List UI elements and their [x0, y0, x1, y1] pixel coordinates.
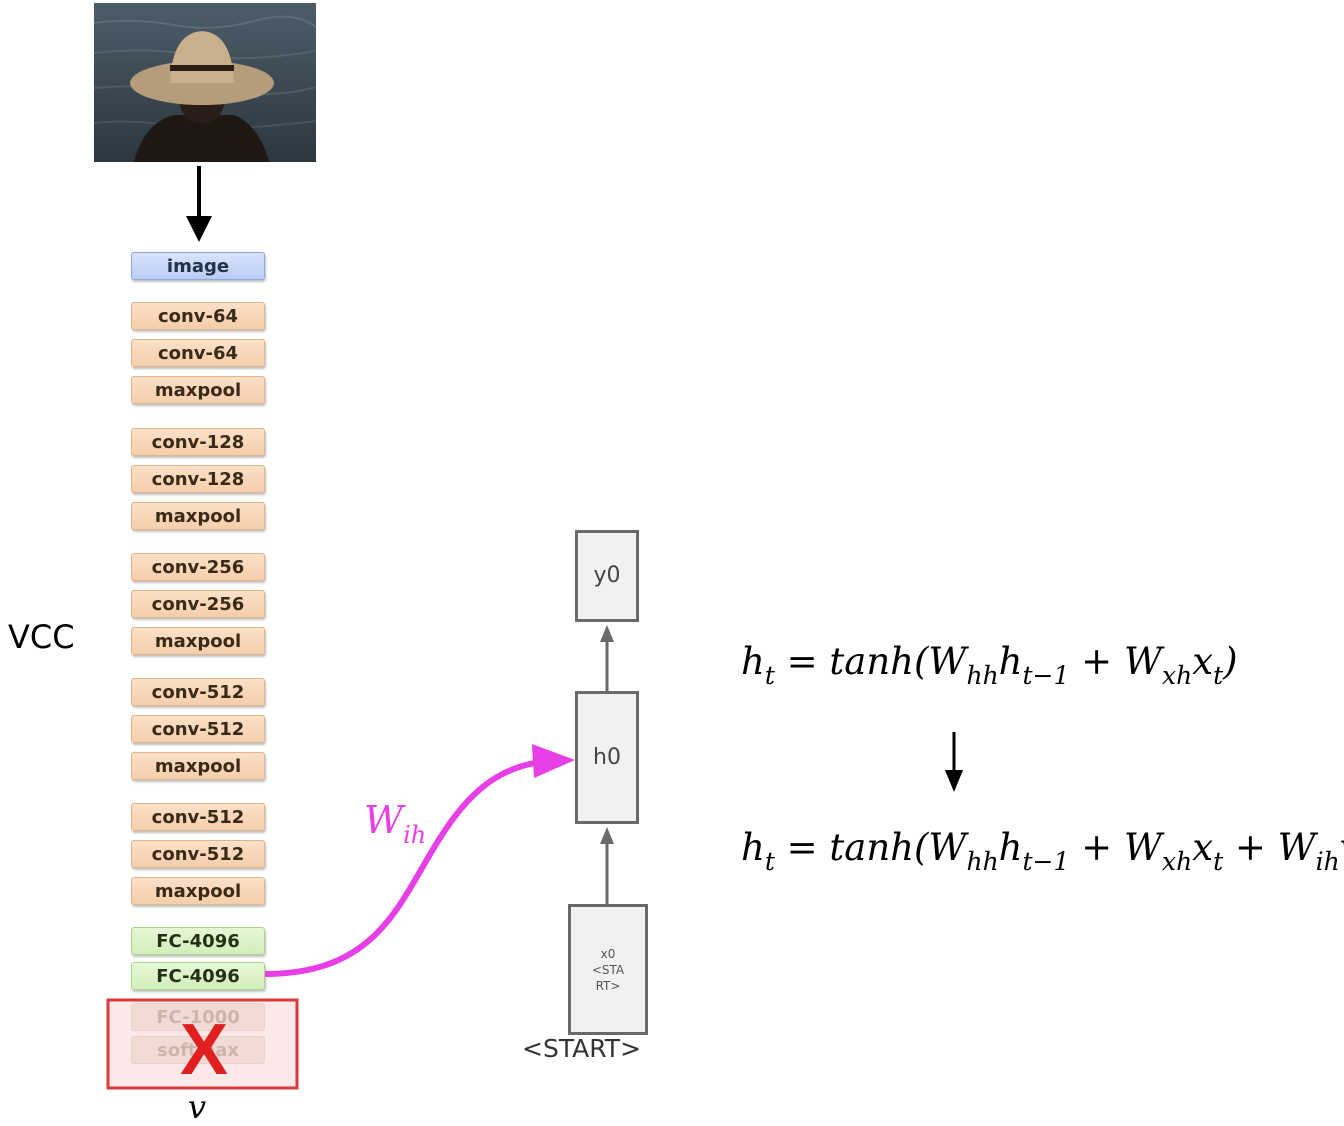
vgg-layer: conv-64: [131, 339, 265, 367]
vgg-layer: conv-128: [131, 465, 265, 493]
vgg-layer: maxpool: [131, 877, 265, 905]
vgg-layer: image: [131, 252, 265, 280]
start-token-label: <START>: [522, 1034, 642, 1063]
input-photo: [94, 3, 316, 162]
vgg-layer: conv-512: [131, 803, 265, 831]
vgg-layer: conv-512: [131, 715, 265, 743]
vgg-layer: conv-512: [131, 678, 265, 706]
h0-to-y0-arrow: [600, 625, 614, 691]
vgg-layer: FC-1000: [131, 1003, 265, 1031]
vgg-layer: FC-4096: [131, 962, 265, 990]
feature-vector-label: v: [188, 1088, 207, 1126]
vgg-layer: conv-256: [131, 553, 265, 581]
removed-x-icon: X: [180, 1010, 228, 1090]
vgg-layer: maxpool: [131, 752, 265, 780]
w-ih-connection-curve: [264, 744, 575, 977]
vgg-layer: conv-256: [131, 590, 265, 618]
removed-layers-box: [106, 998, 299, 1090]
w-ih-label: Wih: [364, 798, 427, 849]
vgg-layer: maxpool: [131, 627, 265, 655]
recurrence-equation-original: ht = tanh(Whhht−1 + Wxhxt): [741, 640, 1238, 690]
equation-transform-arrow: [945, 732, 963, 792]
photo-to-image-arrow: [186, 166, 212, 242]
vgg-layer: maxpool: [131, 376, 265, 404]
input-node-x0: x0 <STA RT>: [568, 904, 648, 1035]
output-node-y0: y0: [575, 530, 639, 622]
vgg-layer: softmax: [131, 1036, 265, 1064]
hidden-node-h0: h0: [575, 691, 639, 824]
vgg-layer: maxpool: [131, 502, 265, 530]
x0-to-h0-arrow: [600, 827, 614, 904]
vgg-layer: FC-4096: [131, 927, 265, 955]
network-label: VCC: [8, 618, 75, 656]
recurrence-equation-conditioned: ht = tanh(Whhht−1 + Wxhxt + Wihv): [741, 826, 1344, 876]
vgg-layer: conv-128: [131, 428, 265, 456]
vgg-layer: conv-512: [131, 840, 265, 868]
vgg-layer: conv-64: [131, 302, 265, 330]
